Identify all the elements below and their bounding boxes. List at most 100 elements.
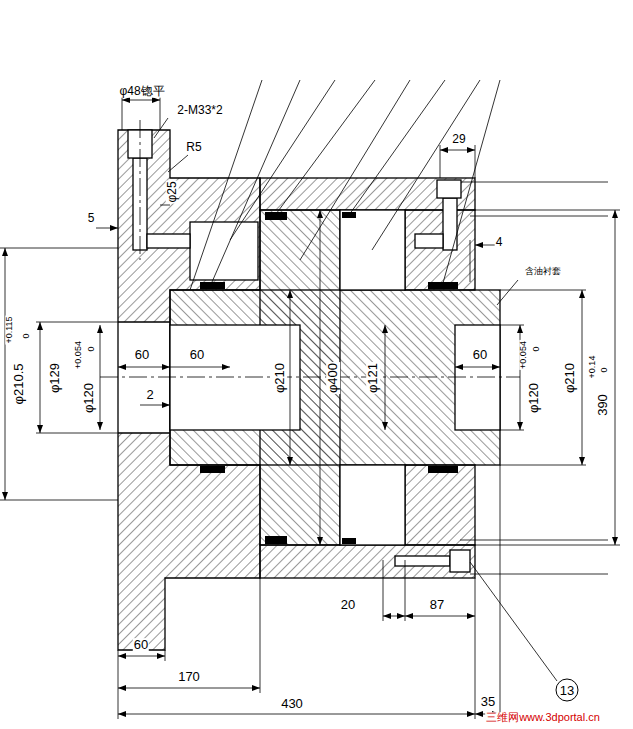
leader-lines: [470, 574, 608, 575]
dimension-lines: [455, 367, 500, 368]
dimension-lines: [160, 205, 170, 206]
part-sections: [170, 290, 500, 465]
dimension-text: 60: [133, 638, 149, 652]
part-sections: [405, 465, 475, 545]
extension-lines: [165, 650, 166, 661]
extension-lines: [0, 248, 118, 249]
extension-lines: [0, 95, 620, 719]
dimension-lines: [100, 325, 101, 430]
dimension-text: 0: [600, 366, 609, 373]
extension-lines: [118, 650, 119, 719]
dimension-text: φ129: [48, 362, 62, 394]
extension-lines: [500, 290, 586, 291]
leader-lines: [461, 182, 608, 183]
part-sections: [437, 180, 461, 198]
dimension-lines: [40, 322, 41, 433]
callout-number: 13: [555, 678, 579, 702]
leader-lines: [497, 280, 518, 305]
leader-lines: [190, 80, 608, 681]
dimension-lines: [122, 100, 160, 101]
seals: [200, 282, 225, 289]
part-sections: [340, 210, 405, 290]
center-line: [100, 377, 520, 378]
leader-lines: [300, 80, 410, 260]
leader-lines: [460, 540, 608, 541]
dimension-lines: [5, 248, 6, 500]
dimension-text: φ48锪平: [118, 85, 165, 98]
seals: [265, 536, 287, 544]
dimension-lines: [475, 245, 495, 246]
leader-lines: [470, 216, 608, 217]
dimension-text: 20: [340, 598, 356, 612]
dimension-lines: [290, 290, 291, 465]
extension-lines: [470, 240, 471, 282]
dimension-lines: [168, 155, 188, 172]
leader-lines: [230, 80, 335, 240]
dimension-text: φ400: [326, 362, 340, 394]
dimension-text: 0: [87, 345, 96, 352]
dimension-lines: [405, 616, 475, 617]
dimension-lines: [118, 656, 165, 657]
leader-lines: [372, 80, 480, 250]
seals: [428, 466, 458, 473]
dimension-lines: [118, 367, 170, 368]
dimension-text: φ120: [82, 382, 96, 414]
dimension-text: 2-M33*2: [176, 104, 223, 117]
dimension-text: +0.115: [5, 315, 14, 344]
extension-lines: [36, 322, 118, 323]
extension-lines: [36, 433, 118, 434]
extension-lines: [475, 578, 476, 719]
extension-lines: [383, 560, 384, 621]
part-sections: [260, 545, 475, 578]
extension-lines: [260, 578, 261, 693]
seals: [342, 538, 356, 544]
extension-lines: [475, 545, 620, 546]
dimension-text: 60: [134, 348, 150, 362]
part-sections: [190, 222, 258, 280]
dimension-text: 390: [596, 393, 610, 417]
dimension-text: 29: [451, 133, 466, 146]
dimension-text: 0: [22, 332, 31, 339]
dimension-lines: [118, 688, 260, 689]
dimension-lines: [385, 325, 386, 430]
dimension-lines: [170, 367, 230, 368]
part-sections: [118, 130, 500, 650]
leader-lines: [349, 80, 445, 215]
dimension-text: 60: [472, 348, 488, 362]
leader-lines: [276, 80, 375, 214]
dimension-lines: [118, 714, 475, 715]
dimension-text: 430: [280, 697, 304, 711]
dimension-text: R5: [185, 141, 202, 154]
leader-lines: [212, 80, 300, 282]
part-sections: [415, 234, 443, 248]
extension-lines: [500, 465, 586, 466]
dimension-text: 60: [189, 348, 205, 362]
dimension-text: 35: [480, 695, 496, 709]
dimension-lines: [440, 150, 475, 151]
dimension-text: φ25: [166, 180, 179, 203]
dimension-text: φ121: [366, 362, 380, 394]
part-note: 含油衬套: [524, 267, 562, 276]
extension-lines: [0, 500, 118, 501]
dimension-lines: [96, 228, 118, 229]
part-sections: [450, 550, 470, 572]
watermark: 三维网www.3dportal.cn: [485, 712, 601, 724]
dimension-text: +0.054: [74, 340, 83, 370]
dimension-lines: [5, 100, 615, 714]
seals: [200, 466, 225, 473]
dimension-text: φ210: [273, 362, 287, 394]
center-line: [140, 120, 141, 260]
seals: [428, 282, 458, 289]
dimension-lines: [154, 118, 168, 138]
dimension-lines: [582, 290, 583, 465]
leader-lines: [443, 80, 500, 283]
dimension-text: φ210: [563, 362, 577, 394]
callout-circle-shape: [556, 679, 578, 701]
dimension-lines: [320, 210, 321, 545]
dimension-text: +0.054: [519, 340, 528, 370]
part-sections: [340, 465, 405, 545]
dimension-lines: [383, 616, 405, 617]
